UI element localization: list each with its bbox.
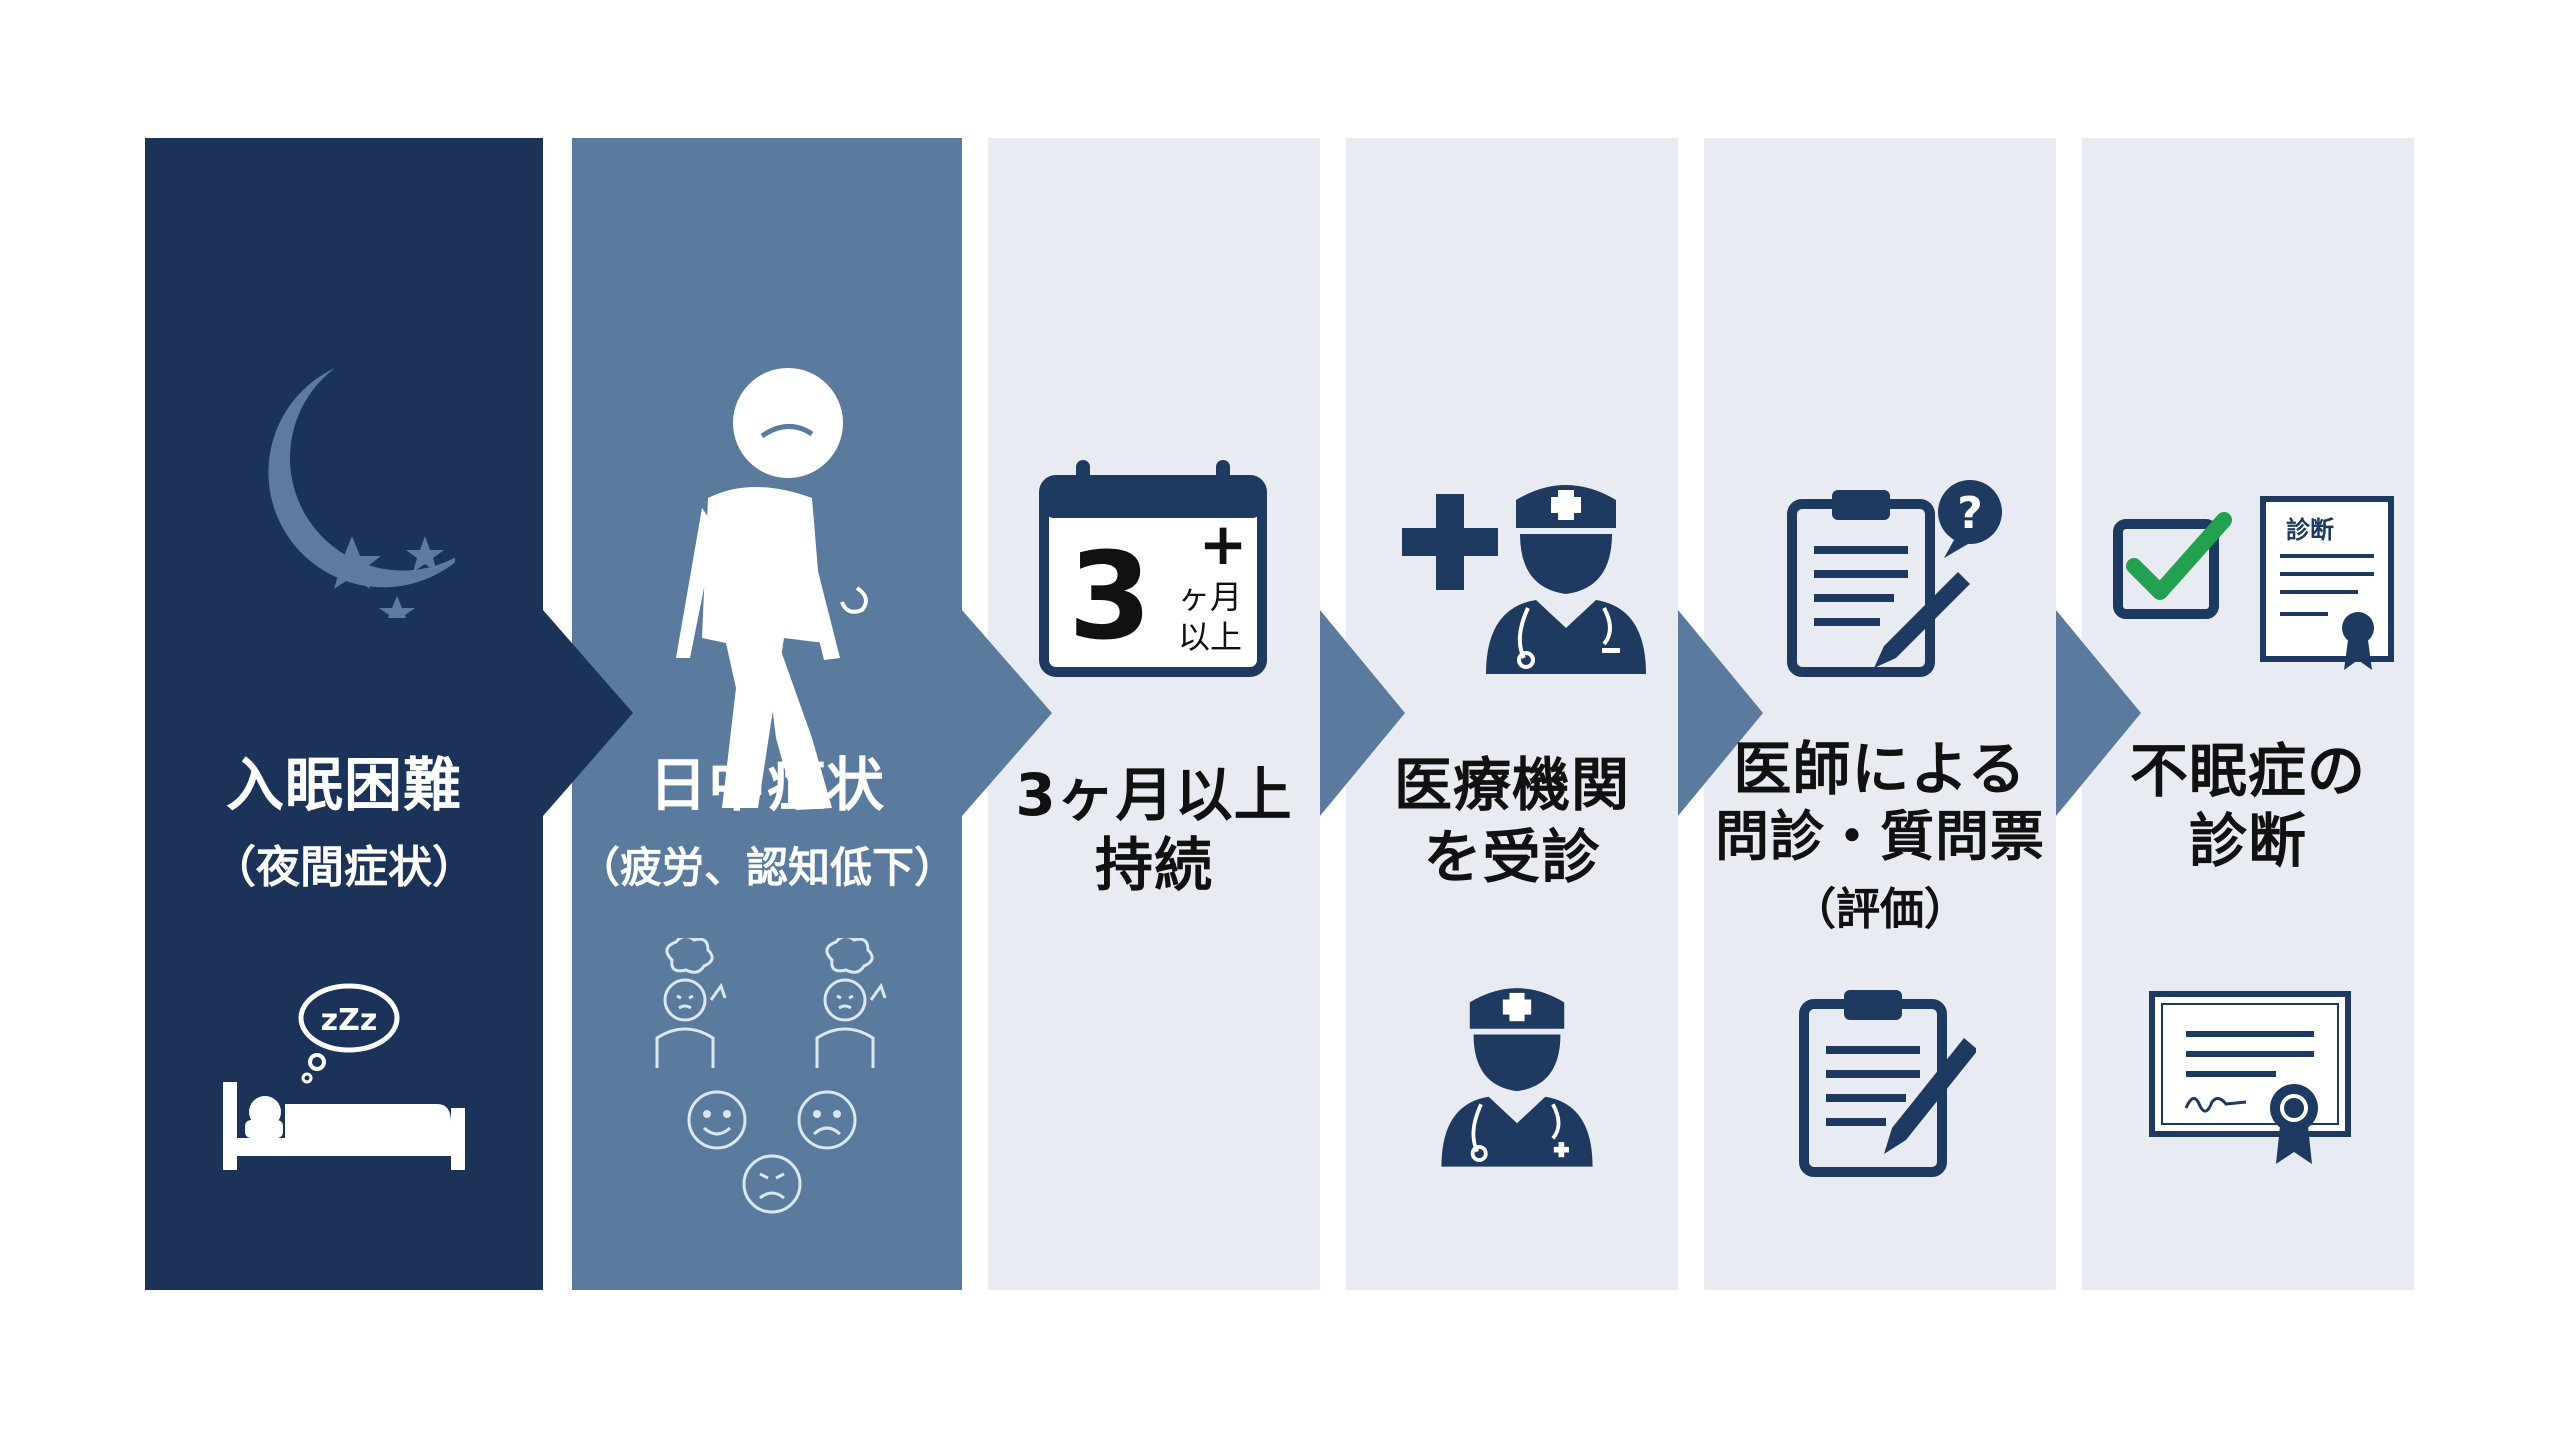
step-1-subtitle: （夜間症状） <box>212 842 476 893</box>
diagnosis-document-icon: 診断 <box>2260 496 2394 670</box>
step-2: 日中症状 （疲労、認知低下） <box>572 138 962 1290</box>
medical-cross-icon <box>1402 494 1498 590</box>
calendar-number: 3 <box>1068 528 1152 667</box>
step-5-subtitle: （評価） <box>1792 884 1968 935</box>
sleeping-person-bed-icon: zZz <box>223 983 465 1170</box>
step-2-title: 日中症状 <box>648 751 885 819</box>
zzz-text: zZz <box>321 1003 378 1038</box>
step-1: 入眠困難 （夜間症状） zZz <box>145 138 543 1290</box>
step-3-title-line-2: 持続 <box>1094 831 1213 899</box>
arrow-4 <box>1678 610 1763 816</box>
arrow-2 <box>962 610 1052 816</box>
checkbox-icon <box>2113 512 2232 619</box>
arrow-3 <box>1320 610 1405 816</box>
certificate-icon <box>2149 991 2351 1164</box>
document-label: 診断 <box>2286 516 2334 544</box>
step-6-title-line-2: 診断 <box>2188 807 2307 875</box>
calendar-unit-2: 以上 <box>1178 618 1242 656</box>
confused-people-icon <box>655 938 887 1068</box>
step-3: 3 + ヶ月 以上 3ヶ月以上 持続 <box>988 138 1320 1290</box>
step-4-title-line-1: 医療機関 <box>1393 751 1630 819</box>
tired-person-icon <box>676 368 868 810</box>
step-2-subtitle: （疲労、認知低下） <box>577 843 956 892</box>
calendar-icon: 3 + ヶ月 以上 <box>1039 460 1267 677</box>
arrow-5 <box>2056 610 2141 816</box>
step-5-title-line-1: 医師による <box>1733 735 2027 803</box>
calendar-plus: + <box>1199 510 1248 578</box>
step-6-title-line-1: 不眠症の <box>2129 737 2366 805</box>
doctor-icon <box>1486 485 1646 674</box>
doctor-icon <box>1441 988 1593 1167</box>
step-1-panel <box>145 138 543 1290</box>
step-3-title-line-1: 3ヶ月以上 <box>1015 761 1293 829</box>
step-5: ? 医師による 問診・質問票 （評価） <box>1704 138 2056 1290</box>
step-4-title-line-2: を受診 <box>1423 823 1601 891</box>
calendar-unit-1: ヶ月 <box>1178 578 1242 616</box>
arrow-1 <box>543 610 633 816</box>
step-1-title: 入眠困難 <box>225 751 462 819</box>
moon-stars-icon <box>268 368 455 618</box>
mood-faces-icon <box>687 1090 857 1214</box>
step-6: 診断 不眠症の 診断 <box>2082 138 2414 1290</box>
question-mark: ? <box>1957 488 1983 539</box>
step-5-title-line-2: 問診・質問票 <box>1715 805 2045 868</box>
clipboard-pen-icon <box>1799 990 1976 1177</box>
step-4: 医療機関 を受診 <box>1346 138 1678 1290</box>
clipboard-question-icon: ? <box>1787 480 2002 677</box>
